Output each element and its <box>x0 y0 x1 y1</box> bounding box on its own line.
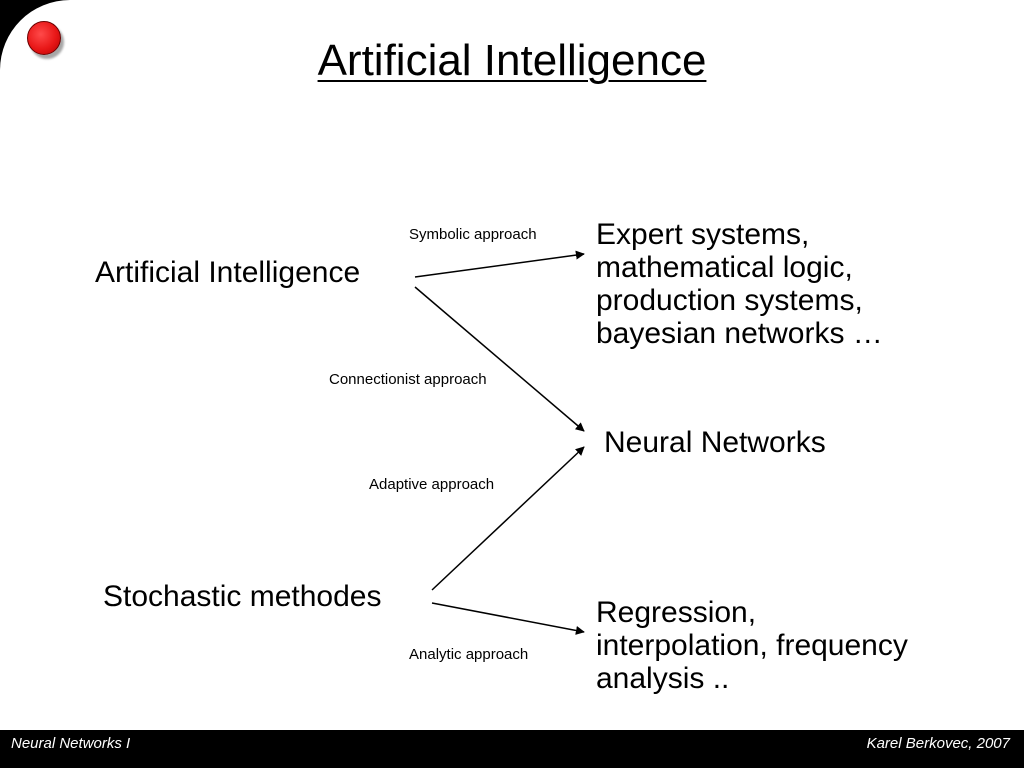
edge-label-adaptive: Adaptive approach <box>369 476 495 493</box>
slide-title: Artificial Intelligence <box>317 36 707 85</box>
arrow-adaptive <box>431 446 585 591</box>
footer-author: Karel Berkovec, 2007 <box>866 735 1010 752</box>
node-regression: Regression, interpolation, frequency ana… <box>596 596 908 695</box>
node-regression-line: Regression, <box>596 596 757 629</box>
node-regression-line: analysis .. <box>596 662 730 695</box>
node-artificial-intelligence: Artificial Intelligence <box>95 256 361 289</box>
arrow-analytic <box>431 602 585 635</box>
footer-bar: Neural Networks I Karel Berkovec, 2007 <box>0 730 1024 768</box>
edge-label-symbolic: Symbolic approach <box>409 226 537 243</box>
node-expert-line: mathematical logic, <box>596 251 853 284</box>
arrow-connectionist <box>414 286 585 432</box>
diagram-arrows <box>414 250 585 635</box>
node-expert-line: bayesian networks … <box>596 317 883 350</box>
slide-background <box>0 0 1024 730</box>
edge-label-analytic: Analytic approach <box>409 646 529 663</box>
node-regression-line: interpolation, frequency <box>596 629 908 662</box>
node-expert-line: production systems, <box>596 284 863 317</box>
footer-course-title: Neural Networks I <box>11 735 131 752</box>
node-expert-systems: Expert systems, mathematical logic, prod… <box>596 218 883 350</box>
red-bullet-icon <box>27 21 61 55</box>
arrow-symbolic <box>414 250 585 278</box>
edge-label-connectionist: Connectionist approach <box>329 371 487 388</box>
node-expert-line: Expert systems, <box>596 218 810 251</box>
node-stochastic-methodes: Stochastic methodes <box>103 580 382 613</box>
node-neural-networks: Neural Networks <box>604 426 826 459</box>
